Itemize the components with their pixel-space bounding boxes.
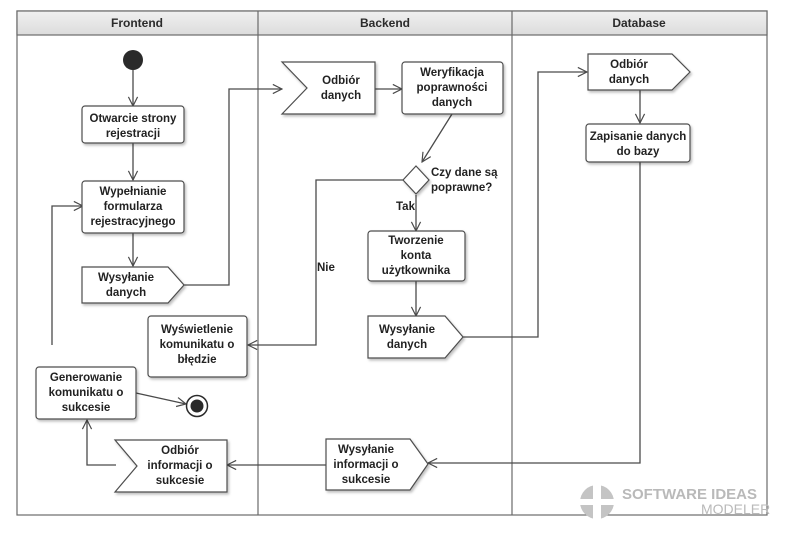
brand-name-line2: MODELER — [701, 501, 770, 517]
node-show-error: Wyświetlenie komunikatu o błędzie — [147, 315, 248, 378]
brand-watermark: SOFTWARE IDEAS MODELER — [579, 484, 770, 520]
node-send-success-line2: informacji o — [333, 459, 398, 471]
node-receive-success-line2: informacji o — [147, 460, 212, 472]
end-node — [185, 394, 209, 418]
node-save-data: Zapisanie danych do bazy — [585, 123, 691, 163]
edge-receive-to-generate — [87, 420, 116, 466]
node-generate-success-line1: Generowanie — [50, 372, 122, 384]
node-send-data-frontend: Wysyłanie danych — [81, 266, 185, 304]
node-receive-data-database-line2: danych — [609, 74, 649, 86]
edge-send-to-db-receive — [463, 72, 587, 338]
node-receive-success-line1: Odbiór — [161, 445, 199, 457]
edge-label-yes: Tak — [396, 201, 416, 213]
node-create-account: Tworzenie konta użytkownika — [367, 230, 466, 282]
edges — [51, 70, 641, 466]
node-receive-data-backend: Odbiór danych — [280, 61, 376, 115]
lane-header-backend: Backend — [360, 16, 410, 30]
decision-question-line2: poprawne? — [431, 182, 492, 194]
edge-label-no: Nie — [317, 262, 335, 274]
node-send-data-backend-line1: Wysyłanie — [379, 324, 435, 336]
edge-decision-no — [248, 179, 403, 345]
swimlanes: Frontend Backend Database — [16, 10, 768, 516]
edge-save-to-send-success — [428, 162, 641, 463]
node-save-data-line2: do bazy — [617, 146, 660, 158]
node-receive-success: Odbiór informacji o sukcesie — [113, 439, 228, 493]
node-fill-form-line1: Wypełnianie — [100, 186, 167, 198]
node-verify-data-line3: danych — [432, 97, 472, 109]
node-verify-data-line1: Weryfikacja — [420, 67, 484, 79]
brand-logo-icon — [579, 484, 615, 520]
node-receive-data-database: Odbiór danych — [587, 53, 691, 91]
node-send-success: Wysyłanie informacji o sukcesie — [325, 438, 429, 491]
node-save-data-line1: Zapisanie danych — [590, 131, 687, 143]
node-create-account-line3: użytkownika — [382, 265, 451, 277]
node-send-data-frontend-line2: danych — [106, 287, 146, 299]
lane-header-database: Database — [612, 16, 666, 30]
node-fill-form: Wypełnianie formularza rejestracyjnego — [81, 180, 185, 234]
node-create-account-line1: Tworzenie — [388, 235, 443, 247]
node-verify-data: Weryfikacja poprawności danych — [401, 61, 504, 115]
decision-node: Czy dane są poprawne? — [402, 165, 498, 195]
node-show-error-line2: komunikatu o — [160, 339, 235, 351]
node-receive-data-backend-line1: Odbiór — [322, 75, 360, 87]
node-open-page-line2: rejestracji — [106, 128, 160, 140]
start-node — [123, 50, 143, 70]
node-fill-form-line3: rejestracyjnego — [90, 216, 175, 228]
node-verify-data-line2: poprawności — [417, 82, 488, 94]
lane-header-frontend: Frontend — [111, 16, 163, 30]
node-generate-success-line3: sukcesie — [62, 402, 111, 414]
brand-name-line1: SOFTWARE IDEAS — [622, 486, 757, 503]
node-generate-success-line2: komunikatu o — [49, 387, 124, 399]
edge-verify-to-decision — [422, 113, 453, 162]
decision-question-line1: Czy dane są — [431, 167, 498, 179]
node-open-page-line1: Otwarcie strony — [90, 113, 178, 125]
node-generate-success: Generowanie komunikatu o sukcesie — [35, 366, 137, 420]
node-receive-data-backend-line2: danych — [321, 90, 361, 102]
node-create-account-line2: konta — [401, 250, 432, 262]
node-send-data-backend: Wysyłanie danych — [367, 315, 464, 359]
node-fill-form-line2: formularza — [104, 201, 163, 213]
node-show-error-line1: Wyświetlenie — [161, 324, 233, 336]
node-open-page: Otwarcie strony rejestracji — [81, 105, 185, 144]
edge-generate-to-end — [135, 392, 186, 404]
node-send-data-frontend-line1: Wysyłanie — [98, 272, 154, 284]
node-send-success-line1: Wysyłanie — [338, 444, 394, 456]
node-show-error-line3: błędzie — [178, 354, 217, 366]
edge-error-to-fill — [51, 206, 83, 345]
edge-send-to-receive — [184, 89, 282, 286]
node-send-data-backend-line2: danych — [387, 339, 427, 351]
node-receive-success-line3: sukcesie — [156, 475, 205, 487]
node-receive-data-database-line1: Odbiór — [610, 59, 648, 71]
node-send-success-line3: sukcesie — [342, 474, 391, 486]
